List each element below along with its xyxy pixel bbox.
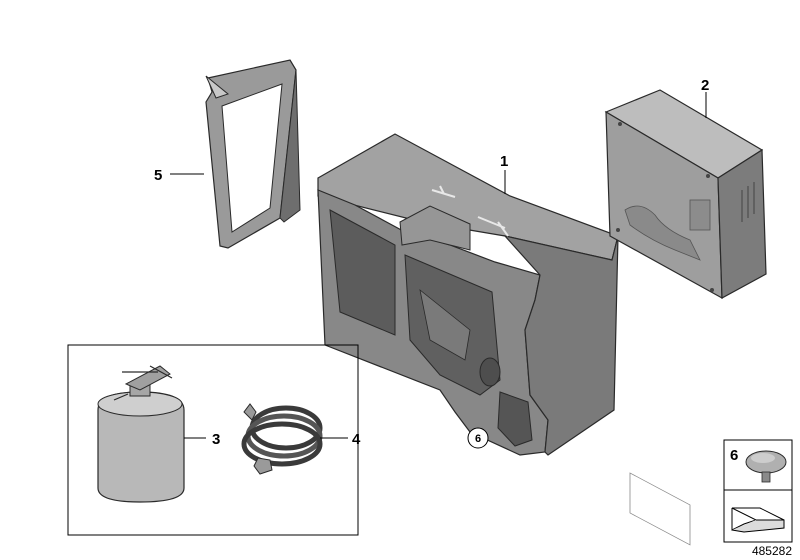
clip-rivet-icon [745, 450, 787, 483]
kit-group-frame [67, 344, 359, 536]
callout-5: 5 [154, 167, 162, 184]
callout-3: 3 [212, 431, 220, 448]
sealant-bottle-part [97, 365, 185, 503]
callout-1: 1 [500, 153, 508, 170]
reference-number: 485282 [752, 544, 792, 558]
callout-6-circled-number: 6 [475, 433, 481, 445]
callout-4: 4 [352, 431, 361, 448]
legend-box: 6 [723, 439, 793, 543]
compressor-box-part [604, 89, 767, 546]
hose-part [241, 403, 323, 475]
callout-2: 2 [701, 77, 709, 94]
strap-bracket-part [205, 59, 301, 249]
foam-tray-part [317, 133, 619, 456]
orientation-arrow-icon [731, 507, 785, 533]
callout-6-circle [467, 427, 489, 449]
legend-number-6: 6 [730, 447, 738, 464]
